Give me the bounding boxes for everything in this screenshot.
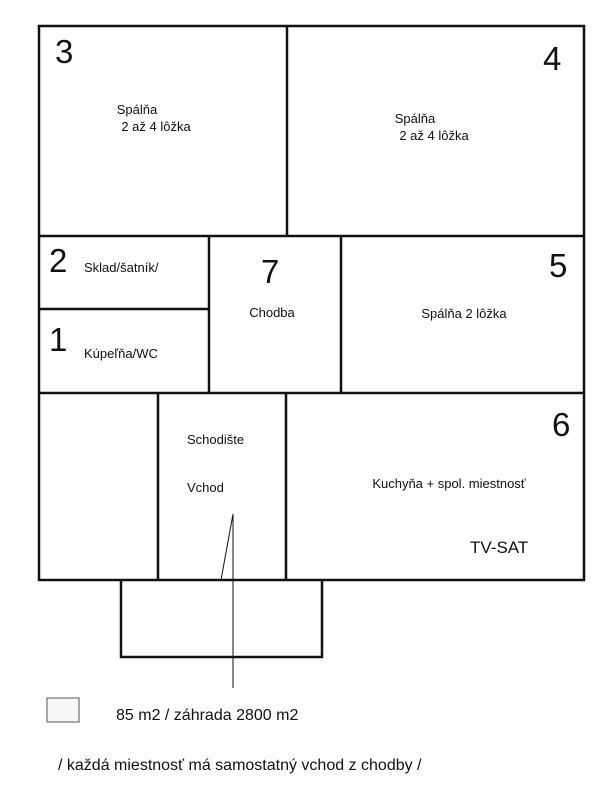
legend-note-text: / každá miestnosť má samostatný vchod z … — [58, 757, 422, 774]
door-swing — [220, 513, 234, 581]
room-7-number: 7 — [261, 253, 279, 290]
walls — [37, 24, 586, 659]
room-4-number: 4 — [543, 40, 561, 77]
room-4-label-line1: Spálňa — [395, 111, 436, 126]
room-3-label-line1: Spálňa — [117, 102, 158, 117]
entrance-door-marks — [220, 513, 234, 688]
outer-wall — [37, 24, 586, 582]
room-5-number: 5 — [549, 247, 567, 284]
room-3-number: 3 — [55, 33, 73, 70]
room-1-number: 1 — [49, 321, 67, 358]
room-2-label: Sklad/šatník/ — [84, 260, 159, 275]
room-5-label: Spálňa 2 lôžka — [421, 306, 507, 321]
entrance-porch — [119, 580, 324, 659]
room-6-number: 6 — [552, 406, 570, 443]
legend-swatch — [46, 697, 80, 723]
room-3-label-line2: 2 až 4 lôžka — [121, 119, 191, 134]
room-6-label: Kuchyňa + spol. miestnosť — [372, 476, 525, 491]
room-1-label: Kúpeľňa/WC — [84, 346, 158, 361]
room-6-tv-sat: TV-SAT — [470, 538, 528, 557]
room-2-number: 2 — [49, 242, 67, 279]
room-4-label-line2: 2 až 4 lôžka — [399, 128, 469, 143]
legend-area-text: 85 m2 / záhrada 2800 m2 — [116, 707, 299, 724]
stairs-label: Schodište — [187, 432, 244, 447]
room-7-label: Chodba — [249, 305, 295, 320]
entrance-label: Vchod — [187, 480, 224, 495]
